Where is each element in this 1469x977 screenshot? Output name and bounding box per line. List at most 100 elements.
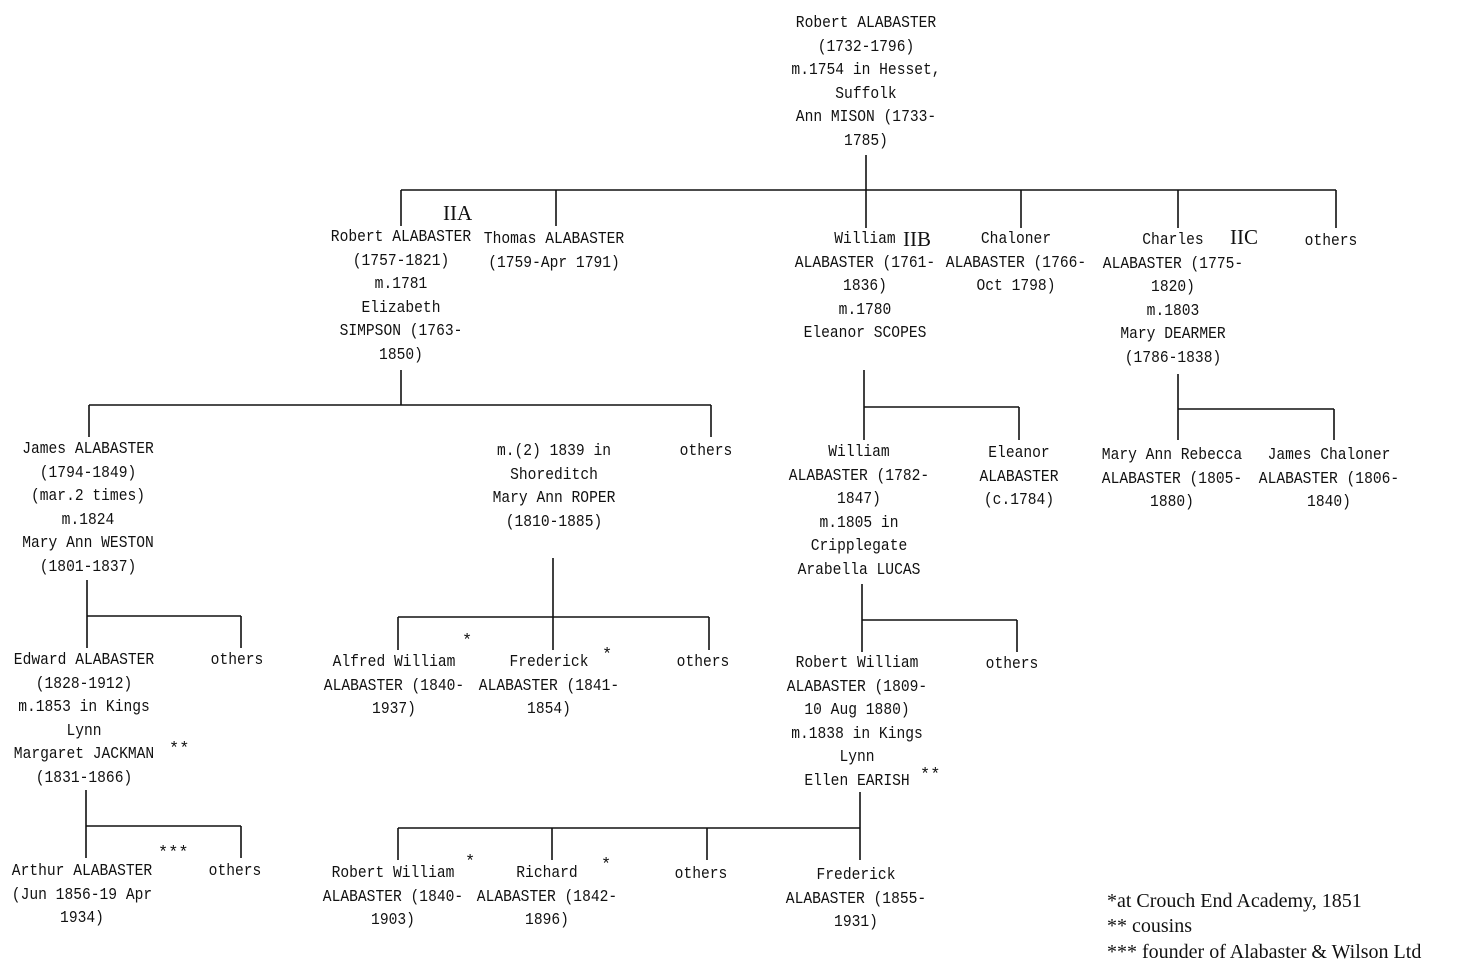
person-line: Mary Ann WESTON	[22, 534, 154, 553]
footnote-mark-margaret-jackman: **	[169, 740, 190, 759]
others-generation-5b: others	[662, 863, 739, 887]
person-line: 1840)	[1307, 493, 1351, 512]
person-line: ALABASTER (1805-	[1101, 469, 1243, 489]
person-line: (1801-1837)	[39, 557, 137, 577]
person-frederick-alabaster-1855: Frederick ALABASTER (1855- 1931)	[770, 864, 942, 935]
person-line: m.1824	[61, 510, 115, 530]
legend-triple-asterisk: *** founder of Alabaster & Wilson Ltd	[1107, 941, 1422, 963]
person-line: m.1805 in	[819, 513, 899, 533]
person-line: Alfred William	[332, 653, 456, 672]
branch-label-iic: IIC	[1230, 225, 1258, 249]
person-line: Arabella LUCAS	[797, 560, 921, 580]
person-line: Lynn	[66, 721, 102, 741]
person-line: (1810-1885)	[505, 512, 603, 532]
person-line: 1903)	[371, 911, 415, 930]
person-line: 1896)	[525, 911, 569, 930]
person-line: Oct 1798)	[976, 277, 1056, 296]
person-line: Lynn	[839, 748, 875, 767]
person-william-alabaster-1782: William ALABASTER (1782- 1847) m.1805 in…	[773, 441, 945, 582]
person-line: James Chaloner	[1267, 446, 1391, 465]
person-line: Eleanor	[988, 444, 1050, 463]
person-line: Mary Ann ROPER	[492, 489, 616, 508]
person-line: Chaloner	[980, 230, 1052, 249]
person-arthur-alabaster: Arthur ALABASTER (Jun 1856-19 Apr 1934)	[0, 860, 168, 931]
person-line: others	[676, 653, 730, 672]
person-line: others	[208, 862, 262, 881]
footnote-mark-frederick-1841: *	[602, 646, 613, 665]
others-generation-2: others	[1292, 230, 1369, 254]
person-chaloner-alabaster: Chaloner ALABASTER (1766- Oct 1798)	[930, 228, 1102, 299]
person-line: Elizabeth	[361, 298, 441, 318]
person-james-chaloner-alabaster: James Chaloner ALABASTER (1806- 1840)	[1243, 444, 1415, 515]
person-line: William	[834, 230, 896, 249]
person-line: ALABASTER (1840-	[322, 887, 464, 907]
person-line: Ellen EARISH	[804, 771, 910, 791]
person-line: Mary DEARMER	[1120, 325, 1226, 344]
person-line: 10 Aug 1880)	[804, 701, 910, 720]
footnote-mark-arthur: ***	[158, 844, 189, 863]
person-edward-alabaster: Edward ALABASTER (1828-1912) m.1853 in K…	[0, 649, 170, 790]
person-line: m.1838 in Kings	[791, 724, 923, 744]
branch-label-iib: IIB	[903, 227, 931, 251]
person-line: (1831-1866)	[35, 768, 133, 788]
person-robert-william-alabaster-1840: Robert William ALABASTER (1840- 1903)	[307, 862, 479, 933]
person-line: m.1803	[1146, 301, 1200, 321]
footnote-mark-richard: *	[601, 856, 612, 875]
person-eleanor-alabaster: Eleanor ALABASTER (c.1784)	[950, 442, 1088, 513]
person-line: (Jun 1856-19 Apr	[11, 885, 153, 905]
person-line: Eleanor SCOPES	[803, 324, 927, 343]
others-generation-4b: others	[664, 651, 741, 675]
person-line: m.1853 in Kings	[18, 698, 150, 717]
legend-double-asterisk: ** cousins	[1107, 915, 1192, 937]
person-line: 1931)	[834, 913, 878, 932]
person-line: ALABASTER (1761-	[794, 253, 936, 273]
person-line: Robert ALABASTER	[795, 14, 937, 33]
person-line: (1757-1821)	[352, 251, 450, 271]
marriage-mary-ann-roper: m.(2) 1839 in Shoreditch Mary Ann ROPER …	[465, 440, 644, 534]
person-line: 1820)	[1151, 278, 1195, 297]
person-line: Robert William	[331, 864, 455, 883]
branch-label-iia: IIA	[443, 201, 473, 225]
person-line: others	[985, 655, 1039, 674]
person-line: 1836)	[843, 277, 887, 296]
person-line: others	[674, 865, 728, 884]
person-line: (1828-1912)	[35, 674, 133, 694]
person-line: Arthur ALABASTER	[11, 862, 153, 881]
person-line: Ann MISON (1733-	[795, 108, 937, 127]
person-line: ALABASTER (1809-	[786, 677, 928, 697]
others-generation-4a: others	[198, 649, 275, 673]
person-line: ALABASTER (1842-	[476, 887, 618, 907]
person-line: ALABASTER (1782-	[788, 466, 930, 486]
person-frederick-alabaster-1841: Frederick ALABASTER (1841- 1854)	[463, 651, 635, 722]
person-line: Frederick	[509, 653, 589, 672]
person-line: ALABASTER (1806-	[1258, 469, 1400, 489]
person-line: ALABASTER (1841-	[478, 676, 620, 696]
person-line: Margaret JACKMAN	[13, 745, 155, 764]
person-line: William	[828, 443, 890, 462]
person-line: (1786-1838)	[1124, 348, 1222, 368]
person-line: m.(2) 1839 in	[496, 442, 612, 461]
person-line: Robert William	[795, 654, 919, 673]
person-line: Frederick	[816, 866, 896, 885]
person-line: Robert ALABASTER	[330, 228, 472, 247]
person-robert-alabaster-1732: Robert ALABASTER (1732-1796) m.1754 in H…	[780, 12, 952, 153]
footnote-mark-ellen-earish: **	[920, 766, 941, 785]
person-james-alabaster-1794: James ALABASTER (1794-1849) (mar.2 times…	[0, 438, 177, 579]
others-generation-5a: others	[196, 860, 273, 884]
person-line: James ALABASTER	[22, 440, 154, 459]
person-line: ALABASTER (1840-	[323, 676, 465, 696]
person-line: (1794-1849)	[39, 463, 137, 483]
person-line: ALABASTER (1775-	[1102, 254, 1244, 274]
person-mary-ann-rebecca-alabaster: Mary Ann Rebecca ALABASTER (1805- 1880)	[1086, 444, 1258, 515]
person-line: ALABASTER	[979, 467, 1059, 487]
person-line: (1732-1796)	[817, 37, 915, 57]
person-line: ALABASTER (1766-	[945, 253, 1087, 273]
person-robert-alabaster-1757: Robert ALABASTER (1757-1821) m.1781 Eliz…	[312, 226, 491, 367]
person-line: 1854)	[527, 700, 571, 719]
person-line: 1785)	[844, 131, 888, 151]
person-line: m.1780	[838, 300, 892, 320]
person-line: (c.1784)	[983, 491, 1055, 510]
person-line: others	[210, 651, 264, 670]
others-generation-3a: others	[667, 440, 744, 464]
